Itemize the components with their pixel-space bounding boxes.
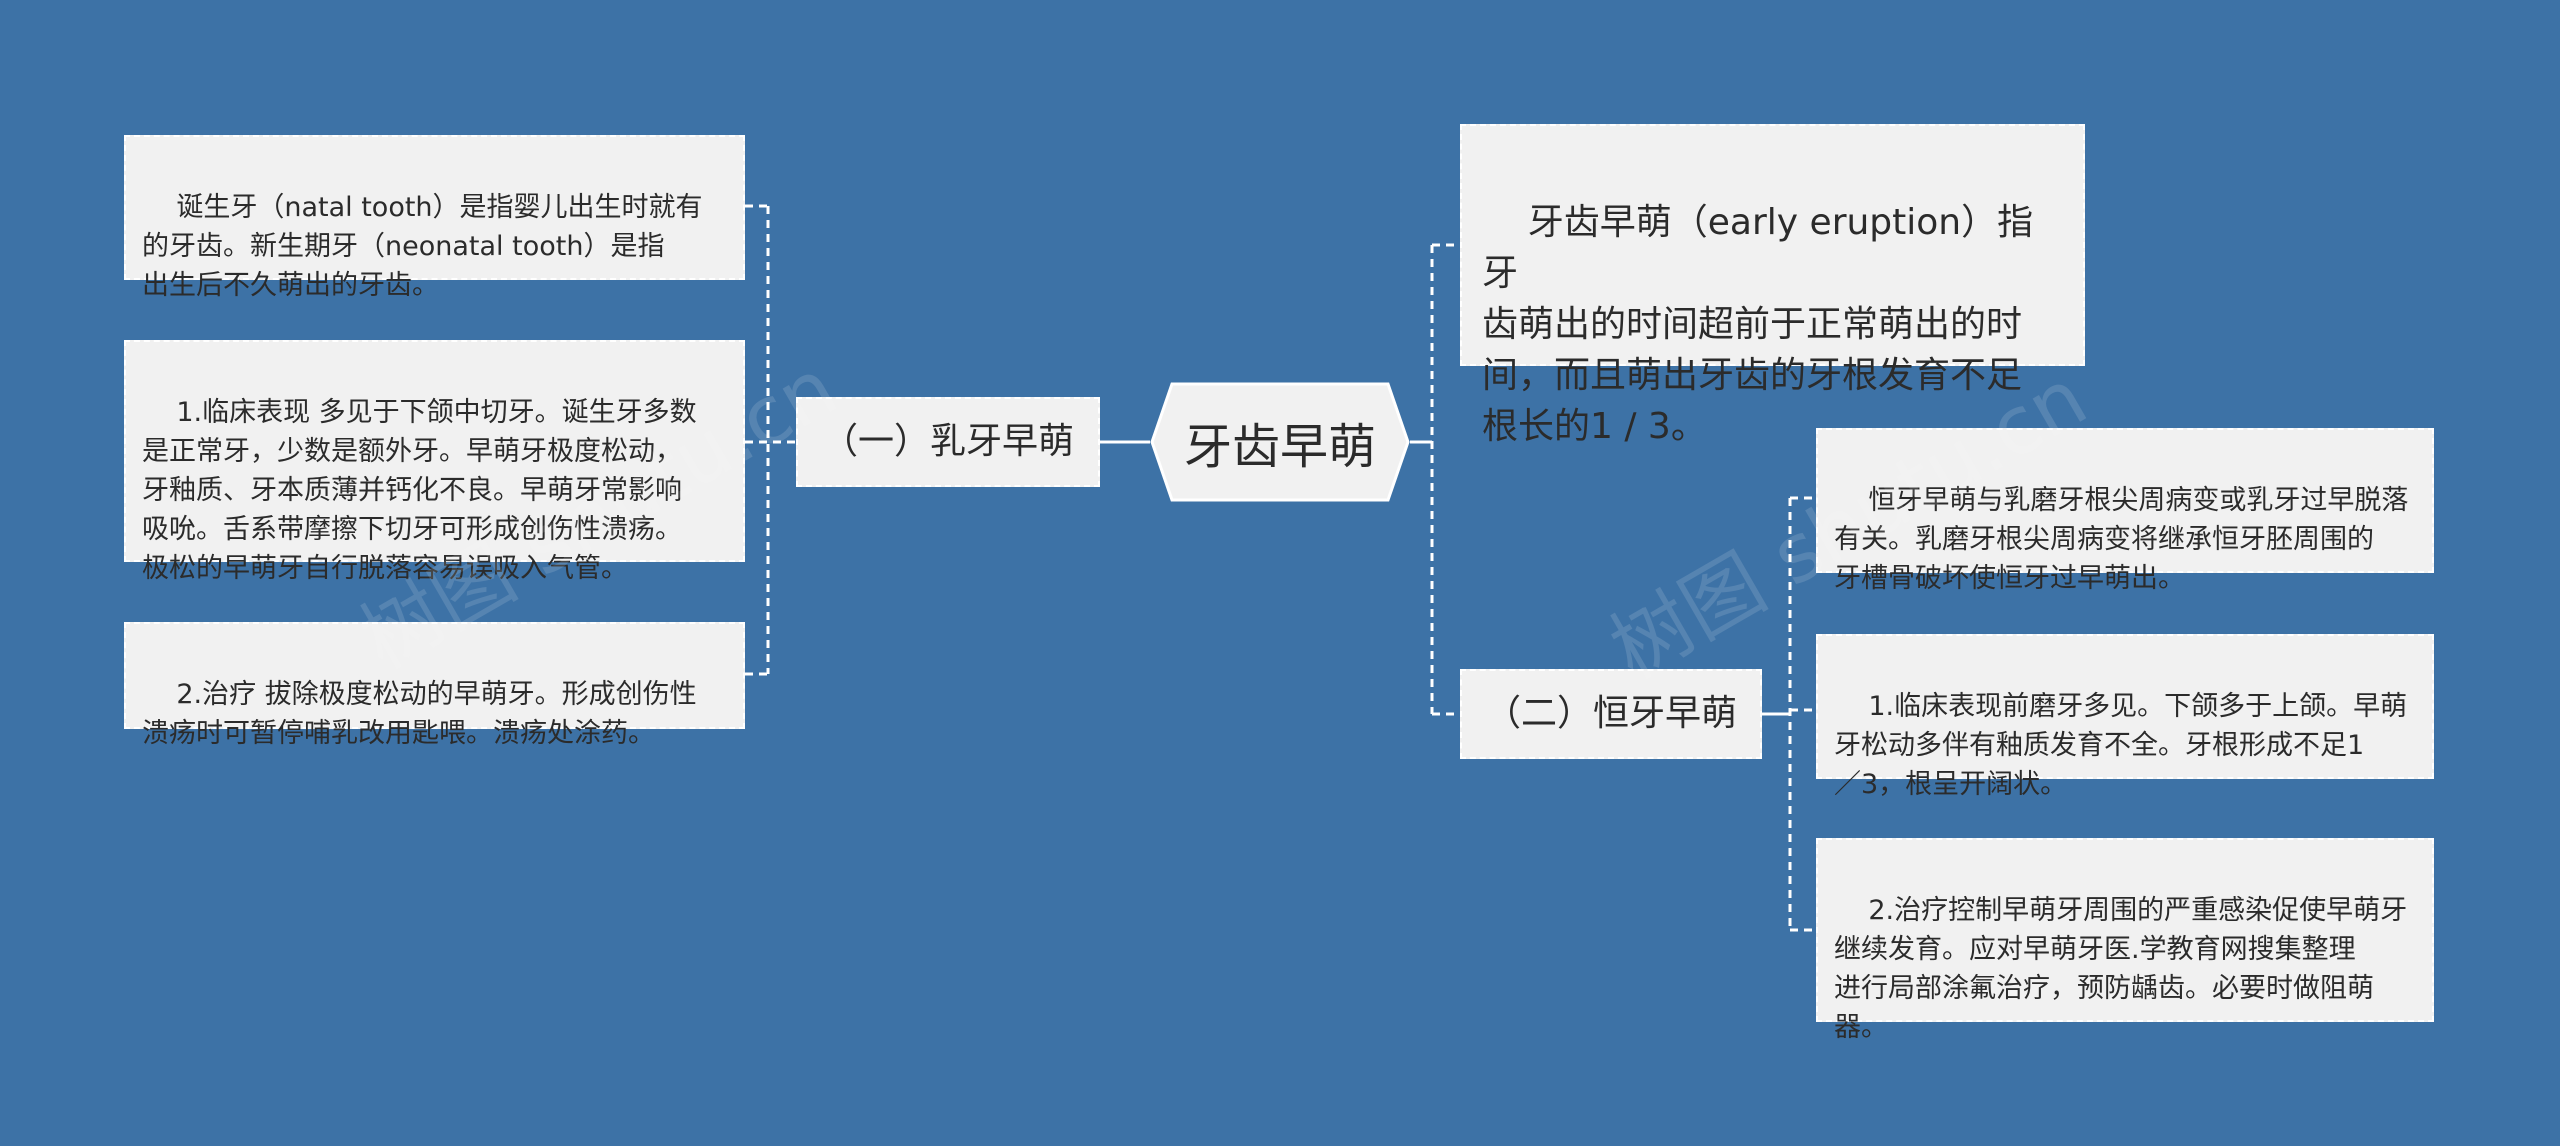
root-hexagon: [1150, 382, 1410, 502]
leaf-permanent-treatment[interactable]: 2.治疗控制早萌牙周围的严重感染促使早萌牙 继续发育。应对早萌牙医.学教育网搜集…: [1816, 838, 2434, 1043]
root-node[interactable]: 牙齿早萌: [1150, 382, 1410, 502]
branch-primary-teeth-label: （一）乳牙早萌: [821, 421, 1074, 462]
leaf-primary-treatment[interactable]: 2.治疗 拔除极度松动的早萌牙。形成创伤性 溃疡时可暂停哺乳改用匙喂。溃疡处涂药…: [124, 622, 745, 749]
leaf-permanent-clinical[interactable]: 1.临床表现前磨牙多见。下颌多于上颌。早萌 牙松动多伴有釉质发育不全。牙根形成不…: [1816, 634, 2434, 800]
definition-node[interactable]: 牙齿早萌（early eruption）指牙 齿萌出的时间超前于正常萌出的时 间…: [1460, 124, 2085, 447]
leaf-natal-tooth[interactable]: 诞生牙（natal tooth）是指婴儿出生时就有 的牙齿。新生期牙（neona…: [124, 135, 745, 301]
leaf-permanent-treatment-text: 2.治疗控制早萌牙周围的严重感染促使早萌牙 继续发育。应对早萌牙医.学教育网搜集…: [1834, 895, 2408, 1043]
definition-text: 牙齿早萌（early eruption）指牙 齿萌出的时间超前于正常萌出的时 间…: [1482, 202, 2034, 447]
leaf-primary-treatment-text: 2.治疗 拔除极度松动的早萌牙。形成创伤性 溃疡时可暂停哺乳改用匙喂。溃疡处涂药…: [142, 679, 697, 749]
leaf-permanent-cause-text: 恒牙早萌与乳磨牙根尖周病变或乳牙过早脱落 有关。乳磨牙根尖周病变将继承恒牙胚周围…: [1834, 485, 2409, 594]
leaf-primary-clinical-text: 1.临床表现 多见于下颌中切牙。诞生牙多数 是正常牙，少数是额外牙。早萌牙极度松…: [142, 397, 697, 584]
branch-permanent-teeth[interactable]: （二）恒牙早萌: [1460, 669, 1762, 759]
leaf-permanent-cause[interactable]: 恒牙早萌与乳磨牙根尖周病变或乳牙过早脱落 有关。乳磨牙根尖周病变将继承恒牙胚周围…: [1816, 428, 2434, 594]
leaf-primary-clinical[interactable]: 1.临床表现 多见于下颌中切牙。诞生牙多数 是正常牙，少数是额外牙。早萌牙极度松…: [124, 340, 745, 584]
leaf-natal-tooth-text: 诞生牙（natal tooth）是指婴儿出生时就有 的牙齿。新生期牙（neona…: [142, 192, 703, 301]
root-label: 牙齿早萌: [1183, 419, 1376, 475]
leaf-permanent-clinical-text: 1.临床表现前磨牙多见。下颌多于上颌。早萌 牙松动多伴有釉质发育不全。牙根形成不…: [1834, 691, 2408, 800]
branch-primary-teeth[interactable]: （一）乳牙早萌: [796, 397, 1100, 487]
branch-permanent-teeth-label: （二）恒牙早萌: [1484, 693, 1737, 734]
